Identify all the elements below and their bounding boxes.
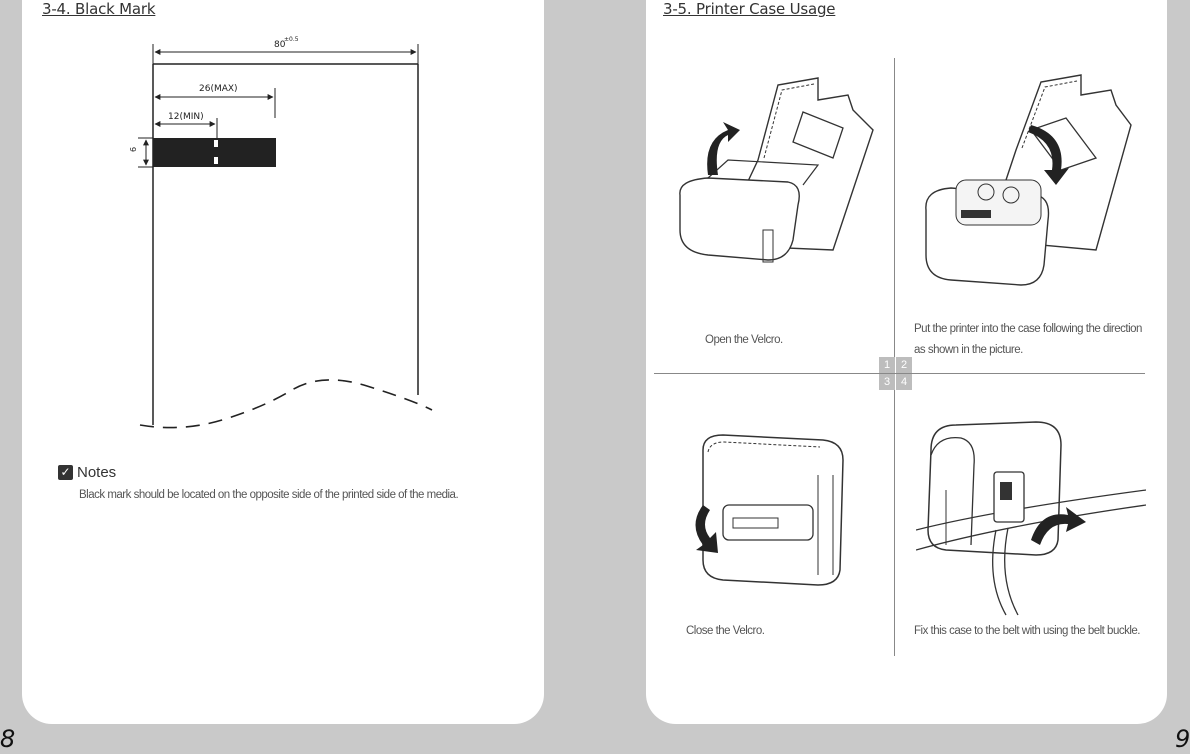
section-title-black-mark: 3-4. Black Mark (42, 0, 156, 18)
notes-heading-label: Notes (77, 464, 117, 481)
right-page: 3-5. Printer Case Usage 1 2 3 4 (646, 0, 1167, 724)
checkbox-check-icon: ✓ (58, 465, 73, 480)
dim-max-label: 26(MAX) (199, 84, 238, 94)
black-mark-diagram: 80 ±0.5 26(MAX) 12(MIN) 6 (129, 36, 433, 429)
quadrant-number-3: 3 (879, 374, 895, 390)
curved-arrow-down-left-icon (695, 505, 718, 553)
dim-height-label: 6 (129, 147, 138, 152)
illustration-belt-buckle (916, 421, 1146, 616)
curved-arrow-up-icon (707, 122, 740, 175)
dim-tolerance-label: ±0.5 (284, 36, 299, 43)
curved-arrow-right-icon (1031, 507, 1086, 545)
left-page: 3-4. Black Mark 80 ±0.5 26(MAX) 12(MI (22, 0, 544, 724)
step-1-caption: Open the Velcro. (705, 334, 783, 346)
illustration-open-case (679, 77, 874, 263)
step-2-caption: Put the printer into the case following … (914, 323, 1142, 356)
step-3-caption: Close the Velcro. (686, 625, 765, 637)
illustration-closed-case (695, 434, 844, 586)
quadrant-number-4: 4 (896, 374, 912, 390)
dim-total-label: 80 (274, 40, 286, 50)
notes-heading: ✓ Notes (58, 464, 116, 481)
notes-text: Black mark should be located on the oppo… (79, 489, 459, 501)
horizontal-divider (654, 373, 1145, 374)
quadrant-number-1: 1 (879, 357, 895, 373)
curved-arrow-down-icon (1028, 125, 1069, 185)
page-number-right: 9 (1175, 725, 1190, 753)
section-title-printer-case: 3-5. Printer Case Usage (663, 0, 836, 18)
step-4-caption: Fix this case to the belt with using the… (914, 625, 1141, 637)
quadrant-number-2: 2 (896, 357, 912, 373)
illustration-insert-printer (925, 74, 1132, 286)
dim-min-label: 12(MIN) (168, 112, 204, 122)
page-number-left: 8 (0, 725, 16, 753)
